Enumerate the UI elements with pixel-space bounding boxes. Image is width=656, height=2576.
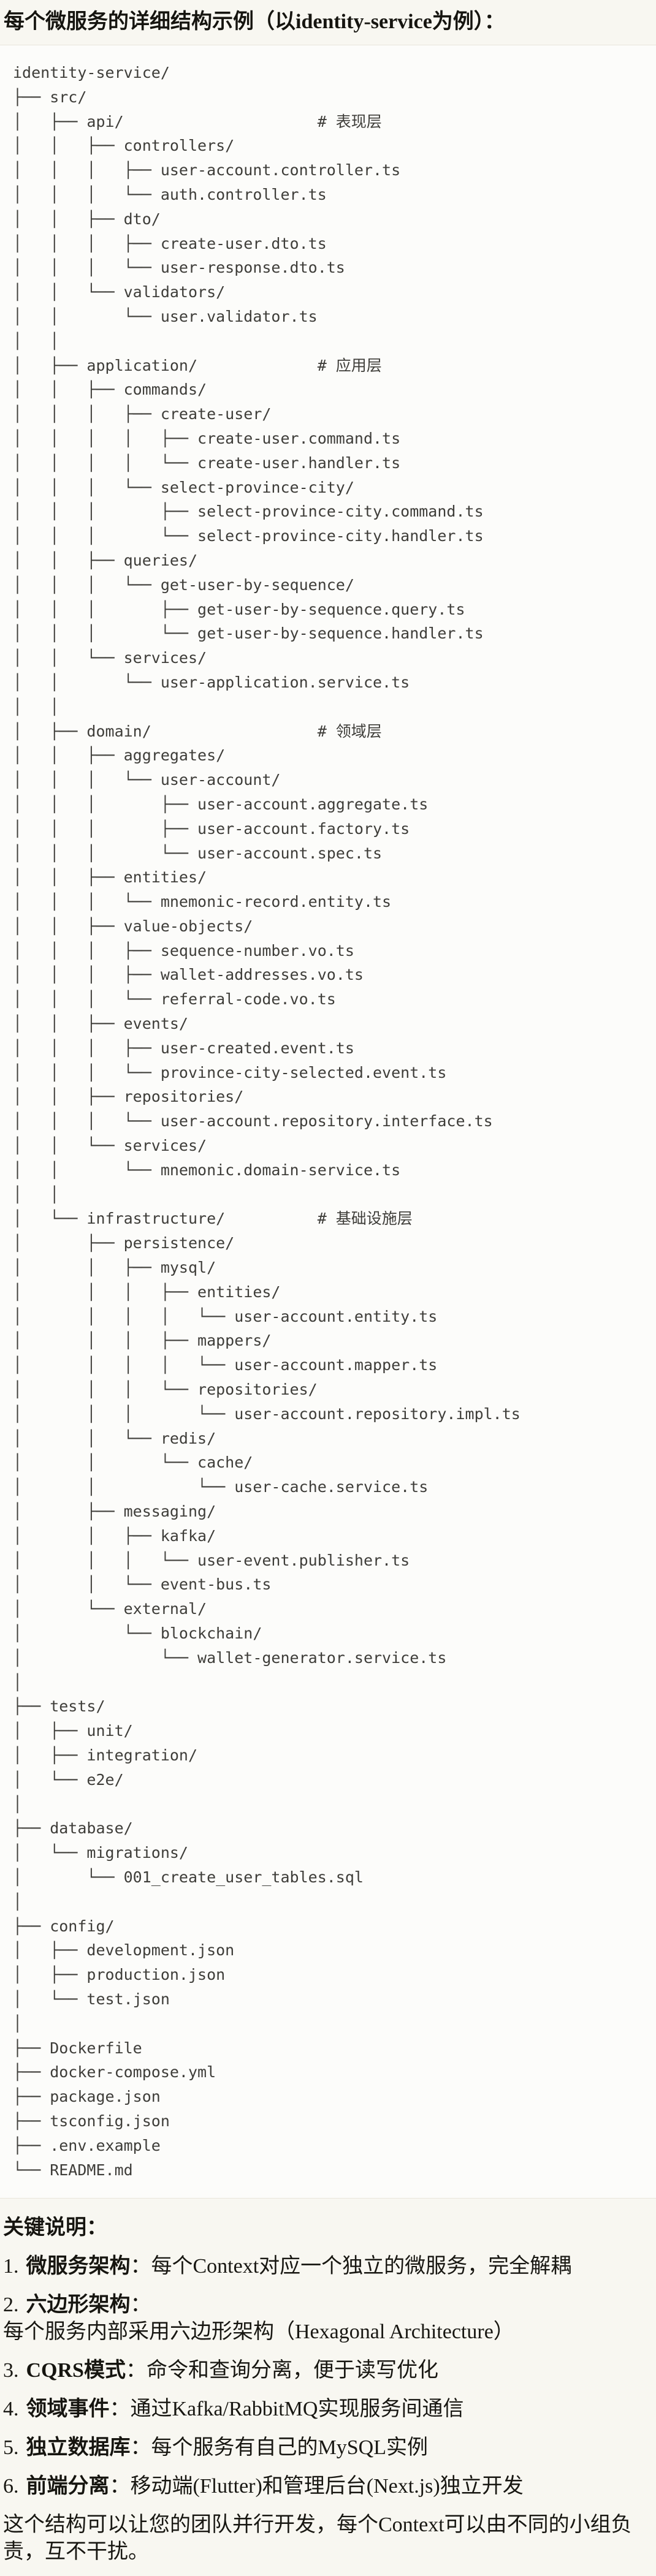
list-item: 6. 前端分离：移动端(Flutter)和管理后台(Next.js)独立开发: [3, 2473, 652, 2500]
list-item-label: 独立数据库: [26, 2436, 131, 2460]
list-item-label: 前端分离: [26, 2475, 110, 2498]
code-block: identity-service/ ├── src/ │ ├── api/ # …: [0, 45, 656, 2199]
list-item-colon: ：: [130, 2436, 151, 2460]
list-item-colon: ：: [130, 2294, 151, 2317]
list-item-text: 命令和查询分离，便于读写优化: [146, 2359, 438, 2382]
list-item-text: 每个服务有自己的MySQL实例: [151, 2436, 428, 2460]
list-item-text: 每个服务内部采用六边形架构（Hexagonal Architecture）: [3, 2320, 514, 2344]
closing-paragraph: 这个结构可以让您的团队并行开发，每个Context可以由不同的小组负责，互不干扰…: [3, 2513, 632, 2564]
notes-section: 关键说明： 1.微服务架构：每个Context对应一个独立的微服务，完全解耦 2…: [0, 2199, 656, 2576]
list-item: 3. CQRS模式：命令和查询分离，便于读写优化: [3, 2357, 652, 2384]
list-item-text: 移动端(Flutter)和管理后台(Next.js)独立开发: [130, 2475, 524, 2498]
list-item: 5. 独立数据库：每个服务有自己的MySQL实例: [3, 2434, 652, 2461]
list-item: 2. 六边形架构： 每个服务内部采用六边形架构（Hexagonal Architec…: [3, 2292, 652, 2346]
list-item-number: 5.: [3, 2436, 19, 2460]
list-item-colon: ：: [130, 2255, 151, 2278]
list-item: 1. 微服务架构：每个Context对应一个独立的微服务，完全解耦: [3, 2253, 652, 2280]
list-item-label: 微服务架构: [26, 2255, 131, 2278]
list-item-number: 1.: [3, 2255, 19, 2278]
list-item-text: 每个Context对应一个独立的微服务，完全解耦: [151, 2255, 572, 2278]
list-item-label: 领域事件: [26, 2398, 110, 2421]
list-item-number: 6.: [3, 2475, 19, 2498]
list-item-colon: ：: [125, 2359, 147, 2382]
list-item-number: 4.: [3, 2398, 19, 2421]
list-item-label: 六边形架构: [26, 2294, 131, 2317]
notes-heading: 关键说明：: [3, 2216, 107, 2240]
list-item-colon: ：: [109, 2475, 131, 2498]
list-item-colon: ：: [109, 2398, 131, 2421]
list-item-label: CQRS模式: [26, 2359, 126, 2382]
list-item-number: 3.: [3, 2359, 19, 2382]
list-item-text: 通过Kafka/RabbitMQ实现服务间通信: [130, 2398, 464, 2421]
list-item: 4. 领域事件：通过Kafka/RabbitMQ实现服务间通信: [3, 2396, 652, 2423]
page-title: 每个微服务的详细结构示例（以identity-service为例）：: [4, 10, 505, 33]
list-item-number: 2.: [3, 2294, 19, 2317]
directory-tree: identity-service/ ├── src/ │ ├── api/ # …: [13, 64, 521, 2179]
